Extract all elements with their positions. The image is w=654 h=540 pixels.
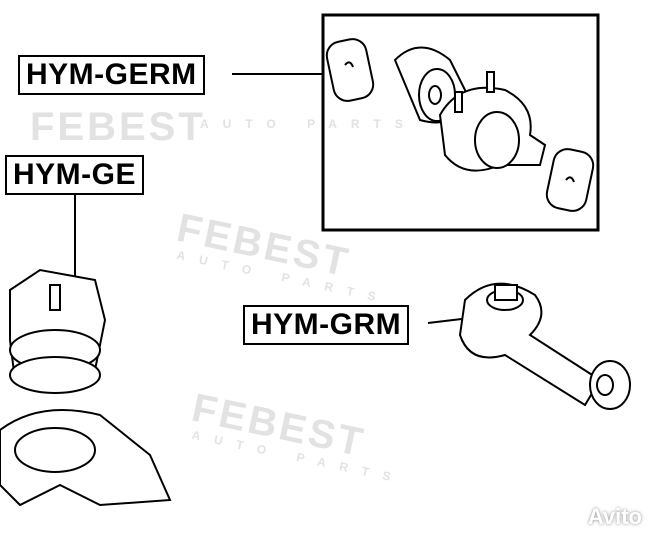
germ-detail-box bbox=[321, 13, 600, 232]
watermark: FEBEST AUTO PARTS bbox=[173, 206, 390, 307]
avito-logo: Avito bbox=[587, 504, 642, 529]
watermark: FEBEST AUTO PARTS bbox=[30, 105, 417, 149]
bracket-part bbox=[438, 71, 547, 172]
washer-part bbox=[325, 38, 375, 102]
torque-rod-part bbox=[458, 282, 631, 410]
label-hym-grm: HYM-GRM bbox=[243, 305, 410, 345]
watermark: FEBEST AUTO PARTS bbox=[188, 386, 405, 487]
washer-part bbox=[545, 148, 595, 212]
engine-mount-part bbox=[0, 268, 172, 507]
label-hym-germ: HYM-GERM bbox=[18, 55, 205, 95]
watermark-sub: AUTO PARTS bbox=[200, 117, 417, 131]
watermark-brand: FEBEST bbox=[30, 105, 206, 149]
label-hym-ge: HYM-GE bbox=[5, 155, 144, 195]
